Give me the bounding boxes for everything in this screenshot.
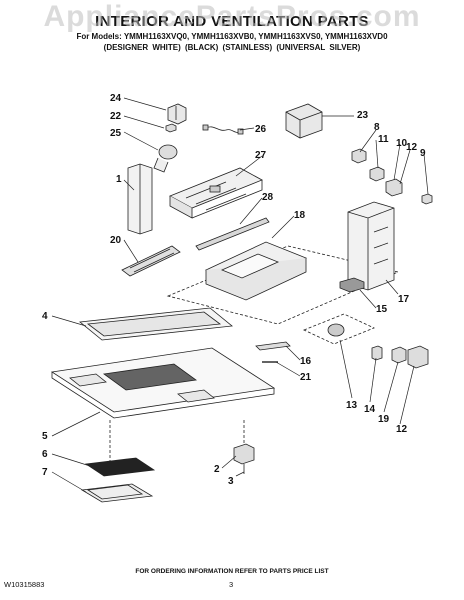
part-duct (347, 201, 395, 291)
part-fuse-holder (153, 144, 178, 173)
callout-label: 1 (116, 174, 122, 185)
part-panel (79, 307, 233, 341)
part-light-socket (233, 443, 255, 474)
part-motor-assembly (302, 313, 429, 369)
callout-label: 6 (42, 449, 48, 460)
part-switches (351, 148, 433, 205)
part-bracket-small (255, 341, 291, 363)
callout-label: 13 (346, 400, 358, 411)
callout-label: 24 (110, 93, 122, 104)
callout-label: 19 (378, 414, 390, 425)
callout-label: 11 (378, 134, 389, 145)
document-number: W10315883 (4, 580, 45, 589)
callout-label: 8 (374, 122, 380, 133)
callout-label: 10 (396, 138, 408, 149)
callout-label: 3 (228, 476, 234, 487)
model-numbers: For Models: YMMH1163XVQ0, YMMH1163XVB0, … (76, 32, 388, 41)
leader-lines (51, 97, 429, 493)
callout-label: 27 (255, 150, 267, 161)
callout-label: 4 (42, 311, 48, 322)
color-variants: (DESIGNER WHITE) (BLACK) (STAINLESS) (UN… (103, 43, 361, 52)
callout-label: 22 (110, 111, 122, 122)
part-frame (80, 483, 154, 503)
callout-label: 21 (300, 372, 312, 383)
callout-label: 18 (294, 210, 306, 221)
callout-label: 7 (42, 467, 48, 478)
callout-label: 12 (406, 142, 418, 153)
part-blower-housing (166, 241, 400, 325)
page-number: 3 (229, 580, 234, 589)
part-block (339, 277, 365, 293)
ordering-note: FOR ORDERING INFORMATION REFER TO PARTS … (135, 568, 329, 575)
part-side-bracket (127, 163, 153, 235)
part-rod (195, 217, 270, 251)
callout-label: 14 (364, 404, 376, 415)
callout-label: 17 (398, 294, 410, 305)
callout-label: 20 (110, 235, 122, 246)
callout-label: 15 (376, 304, 388, 315)
callout-label: 9 (420, 148, 426, 159)
callout-label: 26 (255, 124, 267, 135)
callout-labels: 24 22 25 26 1 20 27 28 18 23 8 11 10 12 … (42, 93, 426, 487)
part-screw (165, 123, 177, 133)
page-title: INTERIOR AND VENTILATION PARTS (95, 13, 369, 30)
callout-label: 16 (300, 356, 312, 367)
part-wire-harness (202, 124, 244, 135)
part-cavity-bottom (50, 347, 276, 419)
part-thermal-cutout (167, 103, 187, 125)
callout-label: 25 (110, 128, 122, 139)
part-transformer (285, 103, 323, 139)
callout-label: 23 (357, 110, 369, 121)
callout-label: 28 (262, 192, 274, 203)
part-window (84, 457, 156, 477)
callout-label: 12 (396, 424, 408, 435)
callout-label: 2 (214, 464, 220, 475)
callout-label: 5 (42, 431, 48, 442)
part-vent-grille (121, 245, 181, 277)
part-control-assembly (169, 167, 263, 219)
